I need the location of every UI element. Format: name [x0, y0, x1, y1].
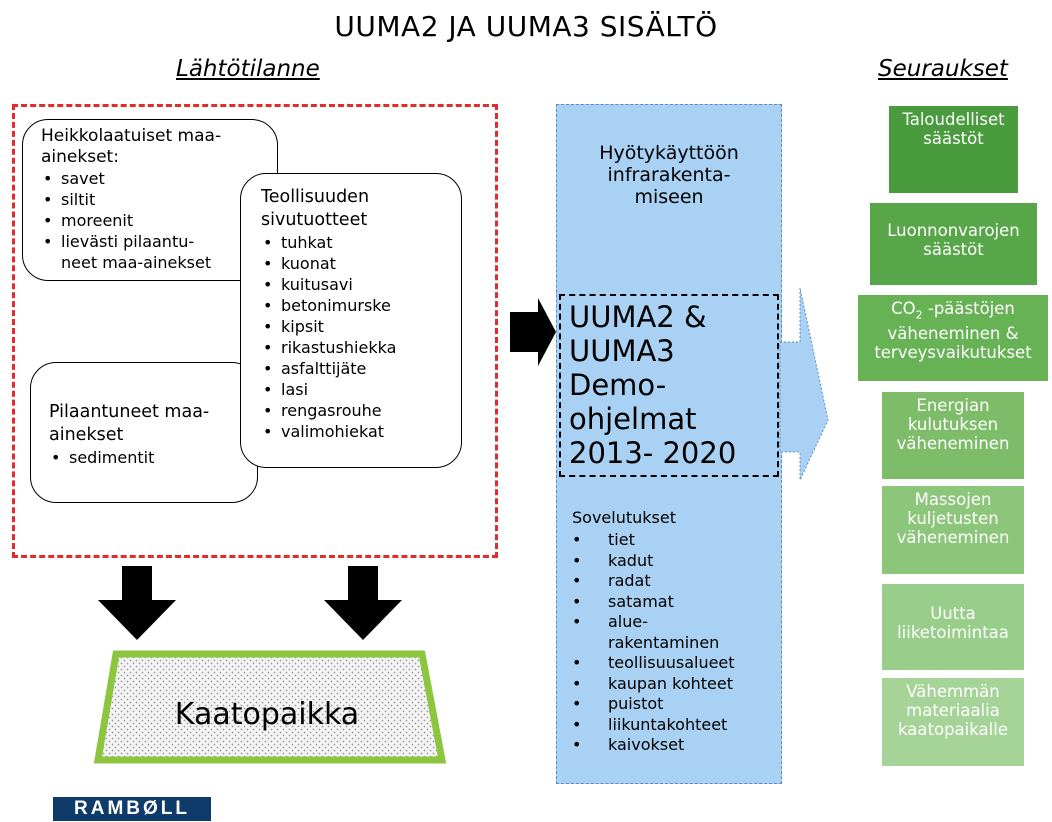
list-item: lievästi pilaantu- — [41, 231, 267, 252]
landfill-shape — [93, 650, 447, 764]
outcome-economic-savings: Taloudelliset säästöt — [889, 106, 1018, 193]
applications-heading: Sovelutukset — [572, 508, 676, 527]
utilization-line-2: infrarakenta- — [607, 164, 731, 186]
list-item: liikuntakohteet — [572, 715, 782, 736]
outcome-transport-reduction: Massojen kuljetusten väheneminen — [882, 486, 1024, 574]
list-item: tiet — [572, 530, 782, 551]
box-industrial-byproducts: Teollisuuden sivutuotteet tuhkat kuonat … — [240, 173, 462, 468]
utilization-title: Hyötykäyttöön infrarakenta- miseen — [556, 142, 782, 208]
list-item: siltit — [41, 189, 267, 210]
box-weak-soils: Heikkolaatuiset maa- ainekset: savet sil… — [22, 119, 278, 281]
right-header: Seuraukset — [878, 56, 1008, 82]
big-outcome-arrow — [779, 287, 829, 481]
list-item: teollisuusalueet — [572, 653, 782, 674]
outcome-line: kulutuksen — [907, 415, 999, 434]
outcome-line: Uutta — [930, 604, 976, 623]
demo-programme-box: UUMA2 & UUMA3 Demo- ohjelmat 2013- 2020 — [559, 294, 779, 477]
outcome-line: Luonnonvarojen — [887, 221, 1020, 240]
down-arrow-icon — [98, 566, 176, 640]
outcome-line: Massojen — [914, 490, 992, 509]
list-item: kadut — [572, 551, 782, 572]
list-item: satamat — [572, 592, 782, 613]
list-item: savet — [41, 168, 267, 189]
industrial-heading-2: sivutuotteet — [261, 210, 368, 230]
list-item: tuhkat — [261, 232, 451, 253]
list-item: asfalttijäte — [261, 358, 451, 379]
list-item: kaupan kohteet — [572, 674, 782, 695]
initial-situation-frame — [12, 104, 498, 558]
industrial-heading-1: Teollisuuden — [261, 187, 370, 207]
outcome-resource-savings: Luonnonvarojen säästöt — [870, 203, 1037, 285]
list-item: radat — [572, 571, 782, 592]
co2-text: CO — [891, 299, 916, 318]
landfill-label: Kaatopaikka — [174, 697, 360, 732]
outcome-line: väheneminen — [896, 434, 1010, 453]
list-item: puistot — [572, 694, 782, 715]
outcome-co2-reduction: CO2 -päästöjen väheneminen & terveysvaik… — [858, 295, 1048, 381]
landfill-svg — [93, 566, 447, 764]
utilization-line-1: Hyötykäyttöön — [599, 142, 739, 164]
outcome-line: väheneminen — [896, 528, 1010, 547]
down-arrow-icon — [324, 566, 402, 640]
outcome-energy-reduction: Energian kulutuksen väheneminen — [882, 392, 1024, 479]
right-arrow-icon — [510, 298, 556, 366]
box-contaminated-soils: Pilaantuneet maa- ainekset sedimentit — [30, 362, 258, 503]
outcome-line: terveysvaikutukset — [874, 343, 1032, 363]
co2-text: -päästöjen — [922, 299, 1015, 318]
outcome-line: kaatopaikalle — [898, 720, 1008, 739]
list-item: betonimurske — [261, 295, 451, 316]
applications-list: Sovelutukset tiet kadut radat satamat al… — [572, 508, 782, 756]
weak-soils-heading-2: ainekset: — [41, 147, 119, 167]
list-item: moreenit — [41, 210, 267, 231]
weak-soils-heading-1: Heikkolaatuiset maa- — [41, 126, 222, 146]
contaminated-heading-2: ainekset — [49, 425, 124, 445]
contaminated-heading-1: Pilaantuneet maa- — [49, 402, 210, 422]
ramboll-logo: RAMBØLL — [53, 797, 211, 821]
list-item-continuation: rakentaminen — [608, 632, 720, 652]
co2-subscript: 2 — [915, 308, 923, 322]
list-item-continuation: neet maa-ainekset — [61, 253, 212, 272]
demo-line: UUMA3 — [569, 334, 675, 368]
demo-line: UUMA2 & — [569, 300, 707, 334]
list-item: kipsit — [261, 316, 451, 337]
outcome-line: materiaalia — [906, 701, 1000, 720]
demo-line: ohjelmat — [569, 402, 697, 436]
utilization-line-3: miseen — [634, 186, 704, 208]
outcome-line: Vähemmän — [906, 682, 1000, 701]
left-header: Lähtötilanne — [176, 56, 320, 82]
demo-line: Demo- — [569, 368, 667, 402]
outcome-line: säästöt — [923, 240, 984, 259]
list-item: kuitusavi — [261, 274, 451, 295]
diagram-title: UUMA2 JA UUMA3 SISÄLTÖ — [334, 10, 718, 43]
list-item: alue- — [572, 612, 782, 633]
list-item: kaivokset — [572, 735, 782, 756]
list-item: kuonat — [261, 253, 451, 274]
outcome-line: säästöt — [923, 129, 984, 148]
list-item: sedimentit — [49, 447, 247, 468]
list-item: lasi — [261, 379, 451, 400]
outcome-line: liiketoimintaa — [897, 623, 1009, 642]
outcome-new-business: Uutta liiketoimintaa — [882, 584, 1024, 670]
outcome-line: väheneminen & — [887, 324, 1019, 344]
arrows-svg — [510, 287, 829, 481]
list-item: valimohiekat — [261, 421, 451, 442]
outcome-line: Energian — [916, 396, 990, 415]
outcome-line: Taloudelliset — [902, 110, 1005, 129]
list-item: rengasrouhe — [261, 400, 451, 421]
list-item: rikastushiekka — [261, 337, 451, 358]
outcome-line: kuljetusten — [907, 509, 999, 528]
outcome-less-landfill: Vähemmän materiaalia kaatopaikalle — [882, 678, 1024, 766]
outcome-line: CO2 -päästöjen — [858, 299, 1048, 324]
demo-line: 2013- 2020 — [569, 436, 737, 470]
